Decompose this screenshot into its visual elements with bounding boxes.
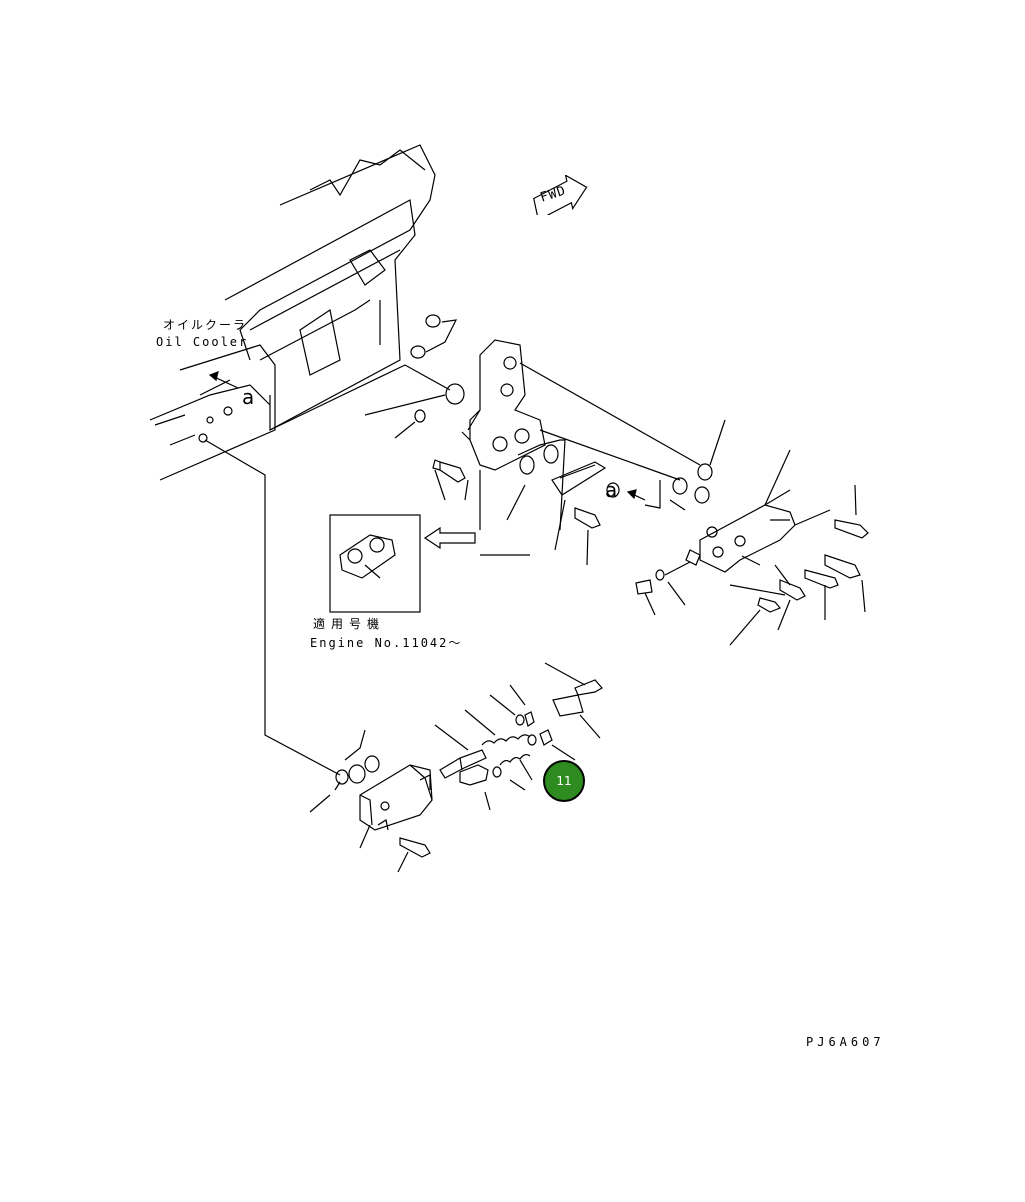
detail-inset-frame [329, 514, 421, 613]
detail-arrow [423, 526, 476, 550]
oil-cooler-label-jp: オイルクーラ [163, 318, 248, 332]
applicable-serial-label-jp: 適用号機 [313, 617, 386, 631]
view-a-marker-right: a [605, 478, 618, 502]
engine-block [149, 144, 436, 481]
gasket-detail [339, 534, 396, 579]
drawing-code: PJ6A607 [806, 1035, 885, 1049]
filter-head [685, 489, 831, 573]
bypass-valve-body [359, 764, 433, 831]
filter-bracket [461, 339, 546, 471]
fwd-direction-arrow [533, 175, 588, 215]
engine-number-label: Engine No.11042～ [310, 636, 463, 650]
leader-line-oil-line [204, 439, 341, 776]
part-callout-number: 11 [556, 774, 572, 788]
part-callout-11[interactable]: 11 [543, 760, 585, 802]
view-a-marker-left: a [242, 385, 255, 409]
oil-cooler-label-en: Oil Cooler [156, 335, 249, 349]
